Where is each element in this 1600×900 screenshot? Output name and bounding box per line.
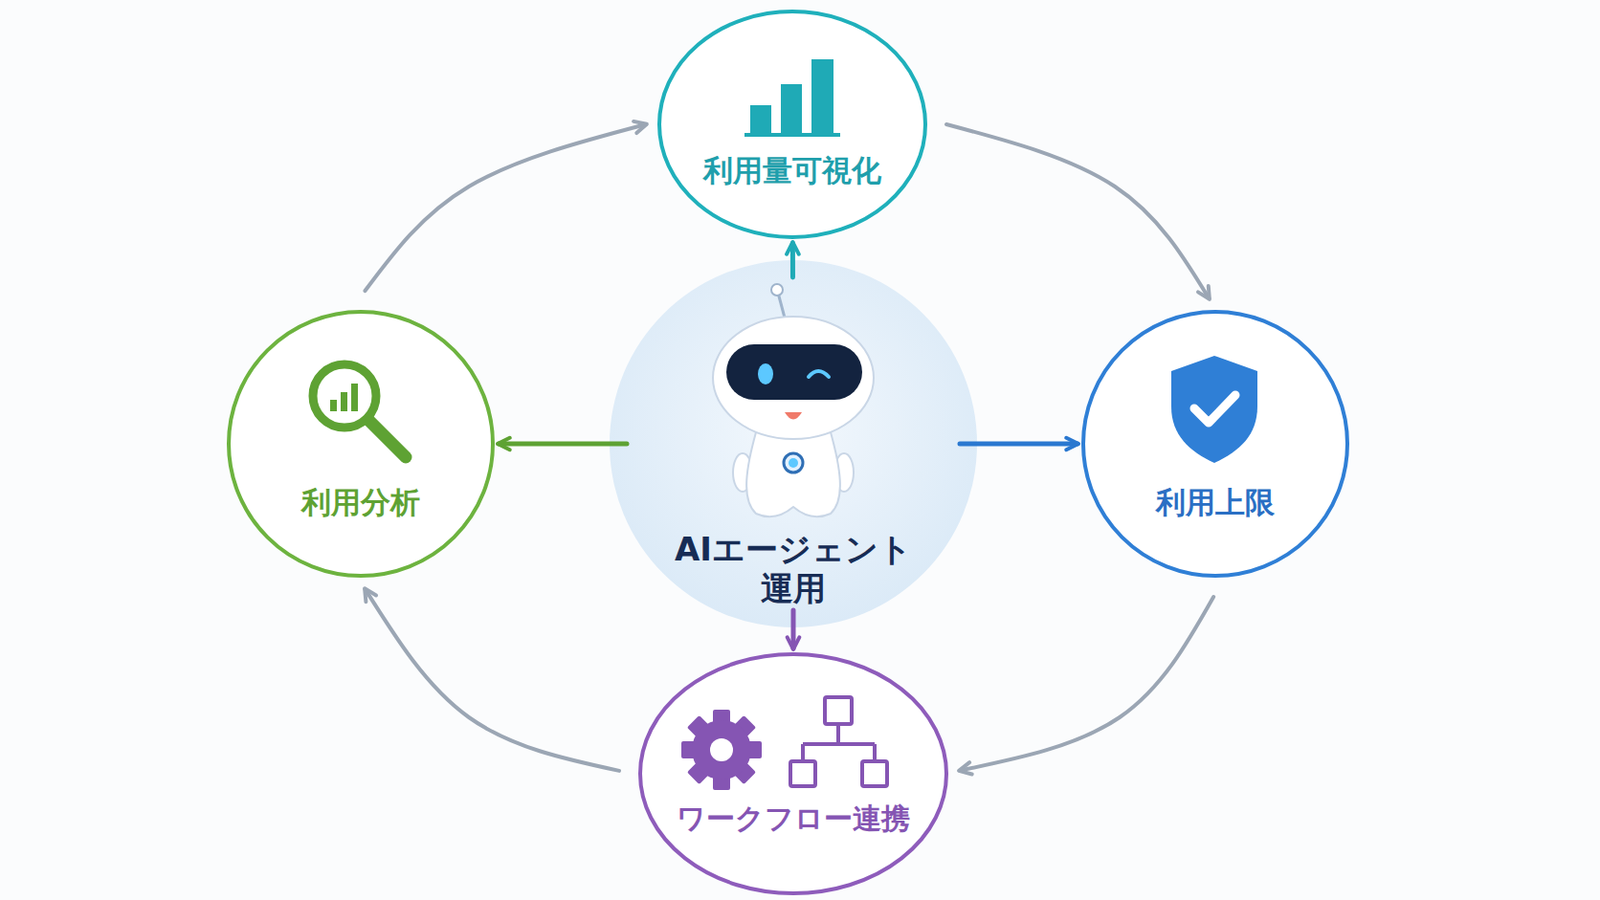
robot-antenna xyxy=(777,292,786,322)
cycle-arrow xyxy=(959,597,1214,772)
robot-visor xyxy=(726,344,863,400)
flow-arrow xyxy=(959,442,1078,447)
node-ellipse xyxy=(640,654,947,894)
node-ellipse xyxy=(228,311,493,577)
robot-body xyxy=(746,432,841,517)
gear-tooth xyxy=(732,715,756,740)
gear-hole xyxy=(710,738,734,762)
gear-tooth xyxy=(712,773,731,791)
node-label: ワークフロー連携 xyxy=(644,801,942,838)
flowchart-box xyxy=(824,697,852,725)
flowchart-box xyxy=(862,761,888,787)
feature-circle: 利用上限 xyxy=(1081,310,1350,578)
shield-icon xyxy=(1171,355,1258,464)
lens-bar xyxy=(351,383,358,412)
flowchart-icon xyxy=(790,697,888,787)
magnifier-icon xyxy=(312,364,406,458)
center-circle: AIエージェント 運用 xyxy=(609,260,978,628)
gear-tooth xyxy=(687,715,712,740)
cycle-arrow xyxy=(946,124,1209,299)
chart-bar xyxy=(811,59,834,134)
gear-tooth xyxy=(712,710,731,728)
feature-circle: ワークフロー連携 xyxy=(638,652,949,896)
robot-illustration xyxy=(712,284,874,517)
gear-icon xyxy=(681,710,762,791)
chart-bar xyxy=(750,105,772,134)
flow-arrow xyxy=(498,442,627,447)
feature-circle: 利用量可視化 xyxy=(657,9,928,240)
node-ellipse xyxy=(1083,311,1348,577)
lens-bar xyxy=(340,392,348,412)
gear-tooth xyxy=(687,760,712,785)
robot-arm xyxy=(733,453,753,492)
node-ellipse xyxy=(609,260,978,628)
node-label: 利用分析 xyxy=(236,485,486,522)
node-label: AIエージェント 運用 xyxy=(649,530,937,610)
node-outline xyxy=(226,310,495,578)
node-ellipse xyxy=(659,11,926,238)
robot-wink xyxy=(808,371,829,378)
flowchart-wire xyxy=(802,725,875,761)
cycle-arrow xyxy=(364,124,646,291)
gear-tooth xyxy=(681,741,699,759)
magnifier-handle xyxy=(367,419,406,458)
robot-eye xyxy=(757,363,774,385)
bar-chart-icon xyxy=(744,59,841,135)
robot-head xyxy=(712,316,874,440)
flowchart-box xyxy=(790,761,816,787)
robot-mouth xyxy=(784,412,802,421)
chart-bar xyxy=(780,84,802,134)
node-outline xyxy=(638,652,949,896)
magnifier-lens xyxy=(312,364,377,428)
gear-tooth xyxy=(744,741,762,759)
shield-shape xyxy=(1171,355,1258,464)
flow-arrow xyxy=(791,610,797,649)
robot-antenna-ball xyxy=(771,284,783,296)
node-outline xyxy=(1081,310,1350,578)
feature-circle: 利用分析 xyxy=(226,310,495,578)
node-outline xyxy=(657,9,928,240)
gear-tooth xyxy=(732,760,756,785)
node-label: 利用上限 xyxy=(1090,485,1340,522)
node-label: 利用量可視化 xyxy=(663,153,922,190)
lens-bar xyxy=(330,400,337,412)
robot-arm xyxy=(834,453,854,492)
check-mark xyxy=(1194,395,1236,423)
gear-body xyxy=(691,720,752,780)
chart-baseline xyxy=(744,133,841,137)
robot-button-light xyxy=(788,458,799,468)
robot-button xyxy=(783,453,803,473)
flow-arrow xyxy=(790,243,796,278)
cycle-arrow xyxy=(365,589,621,772)
